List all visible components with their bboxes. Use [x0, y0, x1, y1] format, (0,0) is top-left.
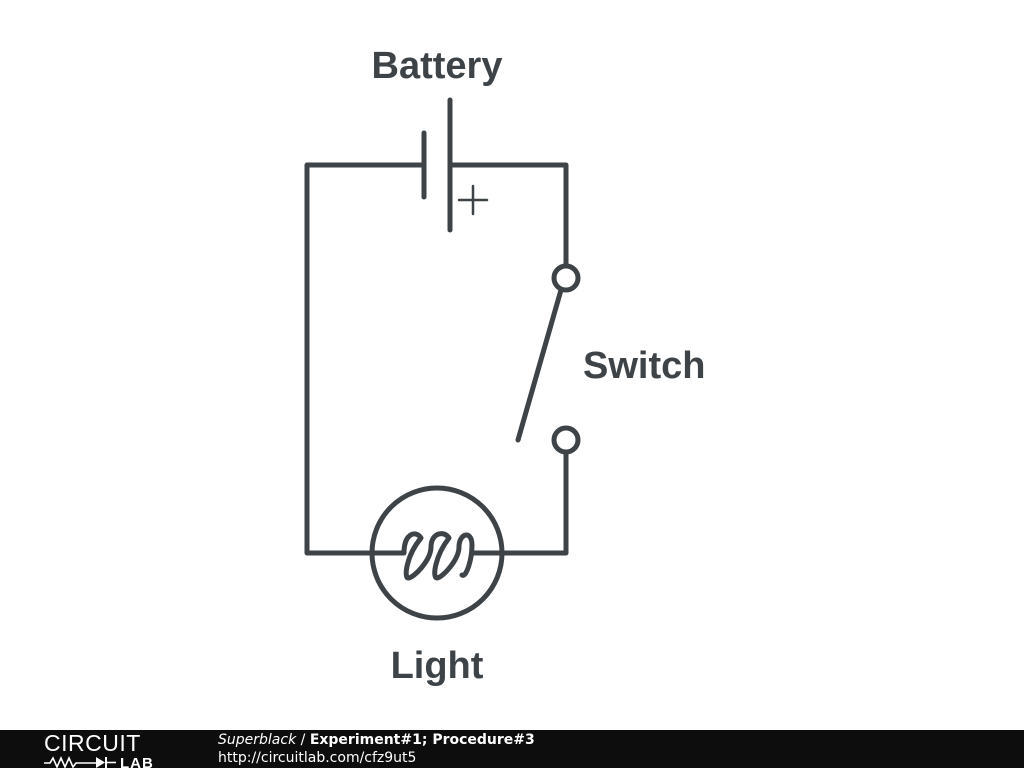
footer-title-line: Superblack / Experiment#1; Procedure#3	[218, 731, 535, 749]
footer-info: Superblack / Experiment#1; Procedure#3 h…	[218, 731, 535, 767]
wire-top-left	[304, 162, 427, 556]
footer-bar: CIRCUIT LAB Superblack / Experiment#1; P…	[0, 730, 1024, 768]
switch-terminal-top	[551, 263, 581, 293]
light-label: Light	[391, 645, 484, 687]
logo-diode-icon	[96, 757, 105, 768]
circuit-diagram: Battery Switch Light	[304, 45, 705, 687]
battery-label: Battery	[372, 45, 503, 87]
wire-right-bottom	[499, 449, 569, 556]
switch-terminal-bottom	[551, 425, 581, 455]
circuitlab-logo[interactable]: CIRCUIT LAB	[44, 732, 174, 768]
footer-user-link[interactable]: Superblack	[218, 732, 297, 748]
logo-resistor-icon	[44, 756, 96, 768]
footer-url[interactable]: http://circuitlab.com/cfz9ut5	[218, 750, 417, 766]
switch-lever	[515, 287, 564, 443]
wire-top-right	[447, 162, 569, 269]
switch-label: Switch	[583, 345, 705, 387]
logo-text-bottom: LAB	[120, 755, 154, 768]
light-filament	[369, 531, 505, 581]
footer-separator: /	[296, 732, 310, 748]
logo-text-top: CIRCUIT	[44, 732, 141, 756]
footer-project-title[interactable]: Experiment#1; Procedure#3	[309, 732, 535, 748]
